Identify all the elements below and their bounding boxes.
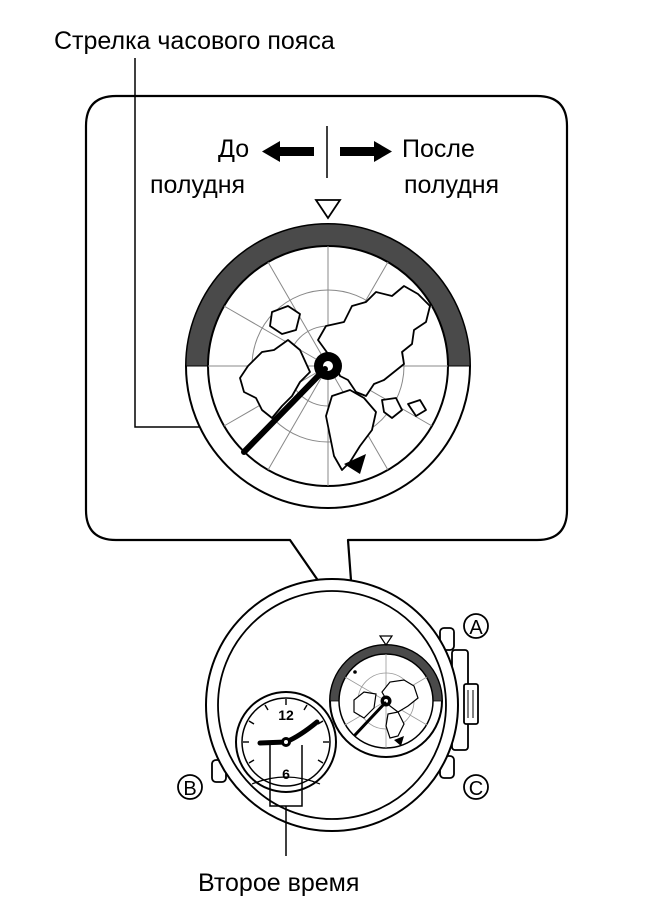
second-time-leader [269,745,303,856]
before-noon-line2: полудня [150,171,246,199]
button-a[interactable]: A [463,613,489,639]
button-c[interactable]: C [463,774,489,800]
second-time-subdial: 12 6 [235,691,337,793]
timezone-hand-label: Стрелка часового пояса [54,27,335,55]
subdial-six: 6 [282,766,290,782]
button-b[interactable]: B [177,774,203,800]
button-a-label: A [469,617,483,639]
button-c-label: C [469,778,483,800]
timezone-pointer [344,454,366,474]
noon-marker [314,199,342,220]
subdial-twelve: 12 [278,707,294,723]
noon-arrows [262,126,392,178]
second-time-label: Второе время [198,869,360,897]
timezone-dial-large [185,199,471,509]
timezone-dial-small [329,635,443,758]
after-noon-line2: полудня [404,171,500,199]
before-noon-line1: До [218,135,250,163]
button-b-label: B [183,778,196,800]
after-noon-line1: После [402,135,475,163]
